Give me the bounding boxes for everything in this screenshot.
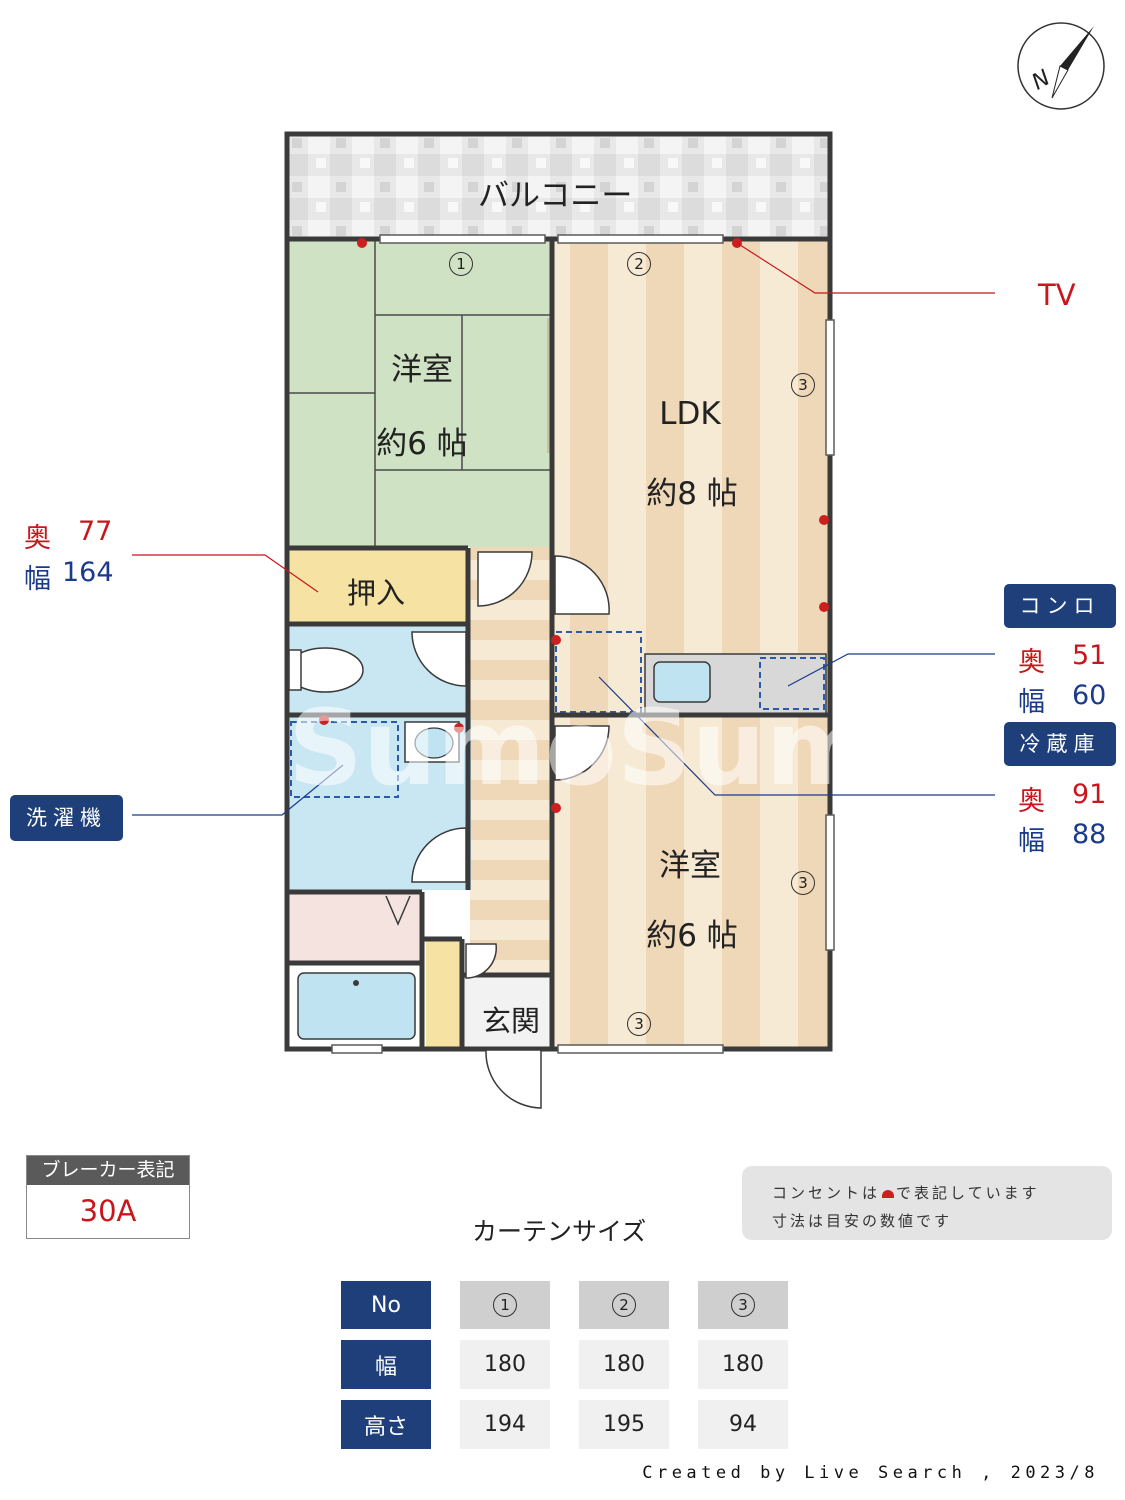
balcony-label: バルコニー (478, 178, 633, 214)
window-3c (557, 1044, 724, 1054)
table-header-1: 1 (460, 1281, 550, 1329)
entrance-label: 玄関 (481, 1004, 540, 1038)
window-3b (825, 814, 835, 951)
watermark: SumoSumo (288, 687, 946, 809)
outlet (357, 238, 367, 248)
table-header-2: 2 (579, 1281, 669, 1329)
table-cell: 180 (460, 1340, 550, 1389)
table-row-label-height: 高さ (341, 1400, 431, 1449)
fridge-width-value: 88 (1072, 819, 1107, 850)
stove-depth-label: 奥 (1018, 647, 1045, 678)
outlet (454, 723, 464, 733)
tv-label: TV (1038, 278, 1076, 312)
outlet (819, 602, 829, 612)
breaker-box: ブレーカー表記 30A (26, 1155, 190, 1239)
door-ldk (554, 555, 610, 615)
door-bedroom (554, 725, 610, 781)
window-mark-1: 1 (449, 252, 473, 276)
compass-icon (1017, 22, 1105, 110)
fridge-depth-value: 91 (1072, 779, 1107, 810)
table-cell: 180 (579, 1340, 669, 1389)
stove-space (759, 657, 825, 710)
stove-width-value: 60 (1072, 680, 1107, 711)
table-cell: 194 (460, 1400, 550, 1449)
table-header-3: 3 (698, 1281, 788, 1329)
ldk-floor (554, 240, 828, 715)
fridge-depth-label: 奥 (1018, 786, 1045, 817)
balcony-floor (289, 136, 829, 237)
outlet-icon (882, 1190, 895, 1198)
door-shoe (465, 943, 498, 979)
door-wash (411, 827, 467, 883)
tatami-room-size: 約6 帖 (376, 426, 468, 462)
window-1 (379, 234, 546, 244)
closet-width-label: 幅 (24, 564, 51, 595)
outlet (551, 635, 561, 645)
dressing-floor (289, 894, 420, 962)
table-header-no: No (341, 1281, 431, 1329)
shoe-cabinet (426, 940, 462, 1048)
bedroom-floor (554, 717, 828, 1048)
stove-depth-value: 51 (1072, 640, 1107, 671)
footer-credit: Created by Live Search , 2023/8 (642, 1463, 1099, 1483)
stove-width-label: 幅 (1018, 687, 1045, 718)
notes-box: コンセントはで表記しています 寸法は目安の数値です (742, 1166, 1112, 1240)
table-row-label-width: 幅 (341, 1340, 431, 1389)
outlet (551, 803, 561, 813)
window-mark-2: 2 (627, 252, 651, 276)
closet-width-value: 164 (62, 557, 114, 588)
table-cell: 94 (698, 1400, 788, 1449)
window-mark-3c: 3 (627, 1012, 651, 1036)
hallway-floor (470, 547, 550, 976)
fridge-space (555, 631, 642, 713)
window-3a (825, 319, 835, 456)
closet-label: 押入 (346, 576, 405, 610)
window-bath (331, 1044, 383, 1054)
fridge-badge: 冷蔵庫 (1004, 722, 1116, 766)
closet-depth-value: 77 (78, 516, 113, 547)
note-line1-a: コンセントは (772, 1184, 881, 1202)
curtain-title: カーテンサイズ (472, 1217, 647, 1246)
table-cell: 195 (579, 1400, 669, 1449)
washer-badge: 洗濯機 (10, 795, 123, 841)
ldk-name: LDK (659, 396, 721, 432)
stove-badge: コンロ (1004, 584, 1116, 628)
door-toilet (411, 631, 467, 687)
ldk-size: 約8 帖 (646, 476, 738, 512)
window-mark-3b: 3 (791, 871, 815, 895)
note-line1-b: で表記しています (896, 1184, 1040, 1202)
genkan-floor (462, 976, 550, 1048)
door-entrance (485, 1049, 542, 1109)
closet-depth-label: 奥 (24, 523, 51, 554)
breaker-value: 30A (79, 1194, 137, 1228)
washer-space (290, 721, 399, 798)
bathtub (297, 972, 416, 1040)
outlet (819, 515, 829, 525)
door-hall-top (477, 551, 533, 607)
window-mark-3a: 3 (791, 373, 815, 397)
outlet (319, 715, 329, 725)
bedroom-name: 洋室 (659, 848, 721, 884)
bedroom-size: 約6 帖 (646, 918, 738, 954)
breaker-label: ブレーカー表記 (27, 1156, 189, 1185)
note-line2: 寸法は目安の数値です (772, 1212, 953, 1230)
table-cell: 180 (698, 1340, 788, 1389)
closet-floor (289, 550, 467, 622)
tatami-room-name: 洋室 (391, 352, 453, 388)
window-2 (557, 234, 724, 244)
fridge-width-label: 幅 (1018, 826, 1045, 857)
